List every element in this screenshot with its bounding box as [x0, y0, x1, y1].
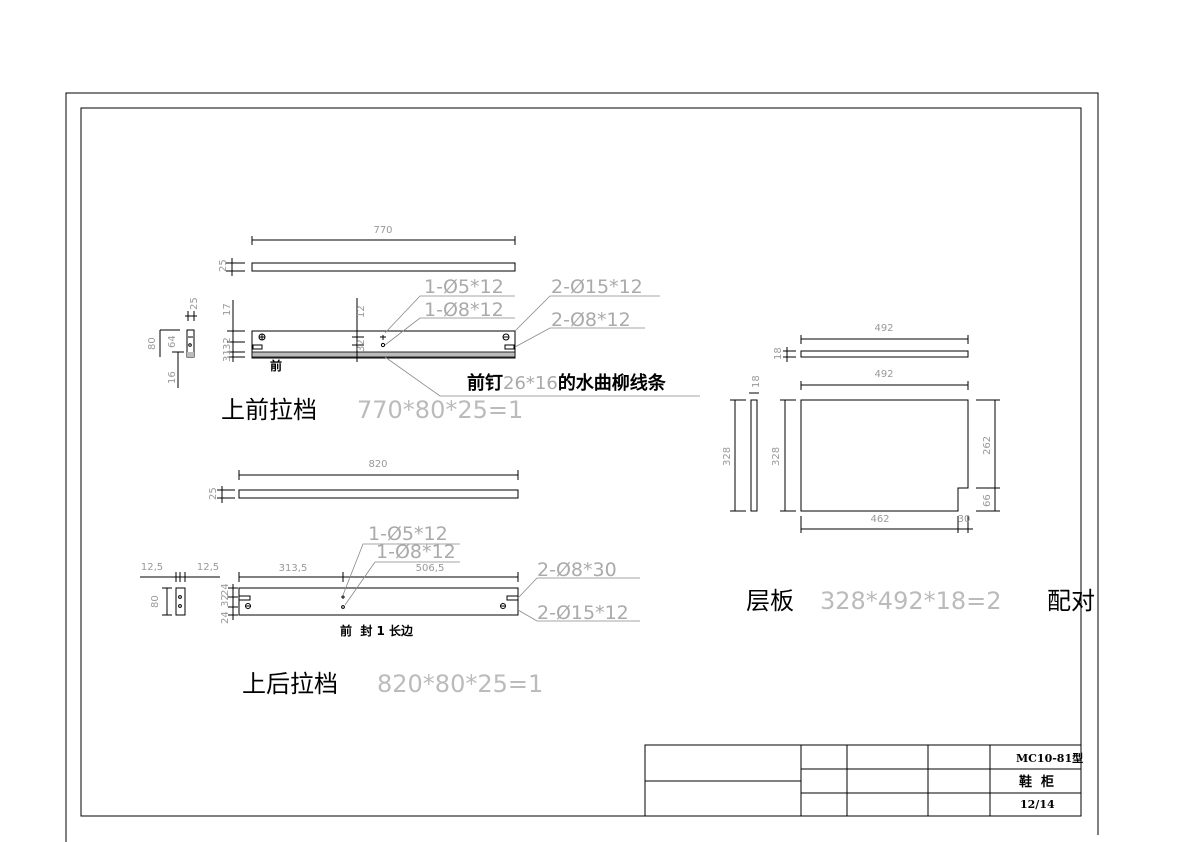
side-thickness-dim: 18 — [751, 375, 762, 388]
right-upper-dim: 262 — [982, 436, 993, 455]
dim-17: 17 — [222, 303, 233, 316]
edge-note: 前 封 1 长边 — [340, 623, 414, 638]
top-view — [251, 262, 516, 272]
length-dim: 820 — [368, 459, 387, 470]
hole-note: 2-Ø15*12 — [537, 602, 629, 624]
trim-note-suffix: 的水曲柳线条 — [558, 372, 667, 394]
thickness-dim: 25 — [218, 259, 229, 272]
bottom-notch-dim: 30 — [958, 514, 971, 525]
side-height-dim: 328 — [722, 447, 733, 466]
hole-note: 1-Ø5*12 — [424, 276, 504, 298]
trim-note-size: 26*16 — [503, 373, 558, 394]
dim-32: 32 — [220, 594, 231, 607]
part-title: 层板 — [746, 587, 794, 615]
side-80: 80 — [150, 595, 161, 608]
thickness-dim: 25 — [208, 487, 219, 500]
hole-note: 1-Ø8*12 — [424, 299, 504, 321]
hatched-strip — [251, 351, 516, 358]
outer-border — [65, 92, 1099, 842]
dim-32: 32 — [222, 337, 233, 350]
bottom-main-dim: 462 — [870, 514, 889, 525]
model-number: MC10-81型 — [1016, 751, 1083, 765]
front-label: 前 — [270, 358, 282, 373]
inner-border — [80, 107, 1082, 817]
front-view — [800, 399, 969, 512]
part-title: 上前拉档 — [221, 396, 317, 424]
top-width-dim: 492 — [874, 323, 893, 334]
dim-12: 12 — [356, 305, 367, 318]
top-view — [800, 350, 969, 358]
title-block: MC10-81型 鞋 柜 12/14 — [644, 744, 1083, 817]
trim-note: 前钉26*16的水曲柳线条 — [467, 372, 667, 394]
sheet-number: 12/14 — [1020, 798, 1055, 811]
shelf: 492 18 492 18 328 328 262 66 462 30 层板 3… — [722, 323, 1095, 615]
dim-31: 31 — [222, 349, 233, 362]
hole-note: 1-Ø5*12 — [368, 523, 448, 545]
dim-24: 24 — [220, 583, 231, 596]
trim-note-prefix: 前钉 — [467, 372, 503, 394]
part-spec: 770*80*25=1 — [357, 396, 523, 424]
length-dim: 770 — [373, 225, 392, 236]
part-spec: 328*492*18=2 — [820, 587, 1002, 615]
dim-24b: 24 — [220, 611, 231, 624]
hole-note: 2-Ø8*30 — [537, 559, 617, 581]
pair-note: 配对 — [1047, 587, 1095, 615]
thickness-dim: 18 — [773, 347, 784, 360]
side-12-5-left: 12,5 — [141, 562, 163, 573]
dim-506-5: 506,5 — [416, 563, 445, 574]
dim-mid-32: 32 — [356, 339, 367, 352]
side-64: 64 — [167, 335, 178, 348]
upper-back-rail: 820 25 313,5 506,5 24 32 24 12,5 12,5 80… — [140, 459, 640, 698]
side-view — [750, 399, 758, 512]
hole-note: 2-Ø15*12 — [551, 276, 643, 298]
right-lower-dim: 66 — [982, 494, 993, 507]
part-spec: 820*80*25=1 — [377, 670, 543, 698]
front-view — [238, 587, 519, 616]
front-width-dim: 492 — [874, 369, 893, 380]
side-80: 80 — [147, 337, 158, 350]
side-12-5-right: 12,5 — [197, 562, 219, 573]
side-16: 16 — [167, 371, 178, 384]
side-25: 25 — [189, 297, 200, 310]
part-title: 上后拉档 — [242, 670, 338, 698]
front-height-dim: 328 — [771, 447, 782, 466]
upper-front-rail: 770 25 17 32 31 12 32 前 80 64 16 25 — [147, 225, 700, 424]
side-view — [175, 587, 186, 616]
hole-note: 2-Ø8*12 — [551, 309, 631, 331]
product-name: 鞋 柜 — [1019, 774, 1054, 790]
top-view — [238, 489, 519, 499]
hole-note: 1-Ø8*12 — [376, 541, 456, 563]
front-view — [251, 330, 516, 359]
dim-313-5: 313,5 — [279, 563, 308, 574]
